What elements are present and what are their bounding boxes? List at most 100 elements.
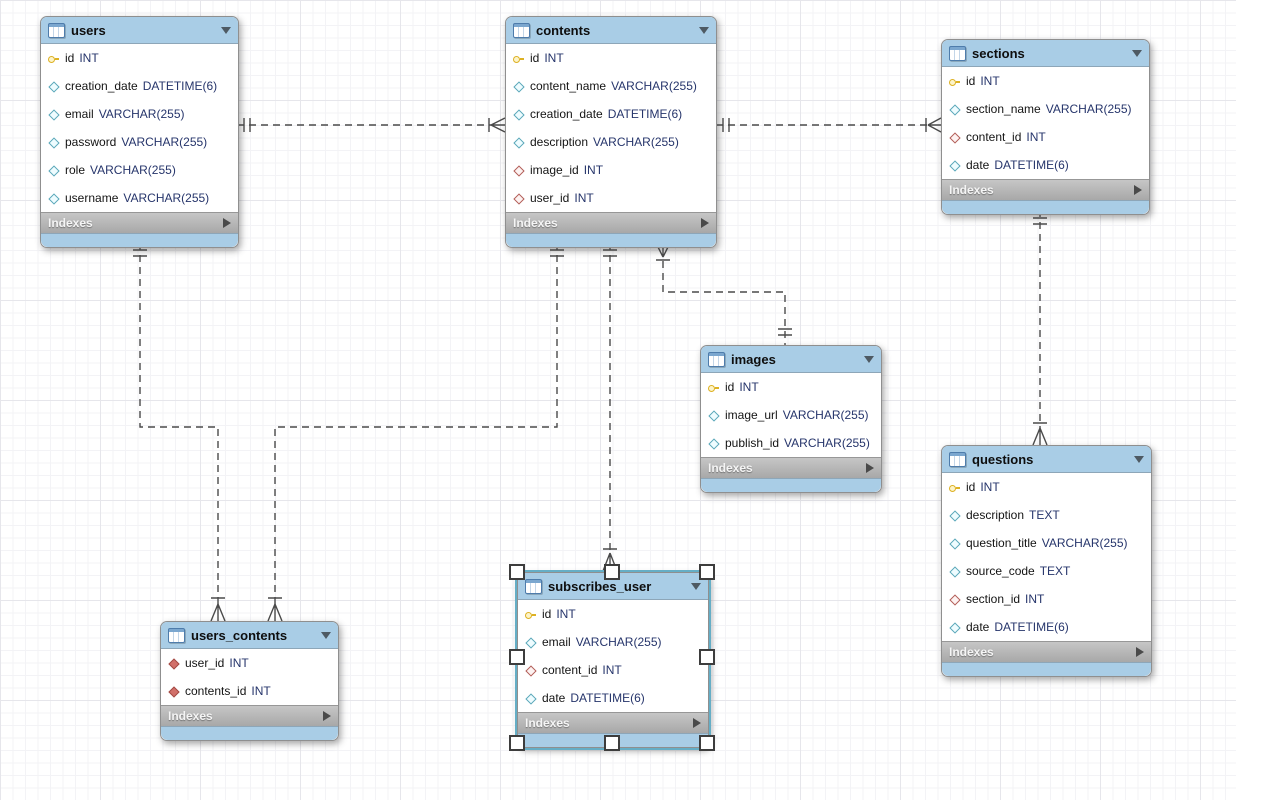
table-field-row[interactable]: id INT <box>506 44 716 72</box>
table-field-row[interactable]: section_id INT <box>942 585 1151 613</box>
table-field-row[interactable]: id INT <box>701 373 881 401</box>
table-footer <box>161 726 338 740</box>
field-type-icon <box>47 192 60 205</box>
field-type-icon <box>948 481 961 494</box>
table-field-row[interactable]: publish_id VARCHAR(255) <box>701 429 881 457</box>
table-field-row[interactable]: date DATETIME(6) <box>942 613 1151 641</box>
table-field-row[interactable]: image_url VARCHAR(255) <box>701 401 881 429</box>
field-name: date <box>966 620 990 634</box>
indexes-row[interactable]: Indexes <box>701 457 881 478</box>
field-name: content_name <box>530 79 607 93</box>
field-type-icon <box>512 108 525 121</box>
indexes-row[interactable]: Indexes <box>942 641 1151 662</box>
table-field-row[interactable]: section_name VARCHAR(255) <box>942 95 1149 123</box>
expand-arrow-icon[interactable] <box>1134 185 1142 195</box>
expand-arrow-icon[interactable] <box>701 218 709 228</box>
table-questions[interactable]: questions id INT description TEXT questi… <box>941 445 1152 677</box>
relationship-users-contents[interactable] <box>237 117 506 133</box>
table-field-row[interactable]: creation_date DATETIME(6) <box>41 72 238 100</box>
field-type: TEXT <box>1029 508 1060 522</box>
expand-arrow-icon[interactable] <box>1136 647 1144 657</box>
indexes-row[interactable]: Indexes <box>506 212 716 233</box>
selection-handle-bottom-right[interactable] <box>699 735 715 751</box>
field-type: DATETIME(6) <box>994 158 1069 172</box>
relationship-images-contents[interactable] <box>655 242 792 345</box>
table-sections-header[interactable]: sections <box>942 40 1149 67</box>
table-field-row[interactable]: email VARCHAR(255) <box>518 628 708 656</box>
table-images[interactable]: images id INT image_url VARCHAR(255) pub… <box>700 345 882 493</box>
table-field-row[interactable]: email VARCHAR(255) <box>41 100 238 128</box>
expand-arrow-icon[interactable] <box>866 463 874 473</box>
table-field-row[interactable]: id INT <box>41 44 238 72</box>
table-users_contents-header[interactable]: users_contents <box>161 622 338 649</box>
indexes-row[interactable]: Indexes <box>942 179 1149 200</box>
table-users-header[interactable]: users <box>41 17 238 44</box>
indexes-row[interactable]: Indexes <box>41 212 238 233</box>
table-field-row[interactable]: content_id INT <box>942 123 1149 151</box>
collapse-arrow-icon[interactable] <box>221 26 231 34</box>
indexes-row[interactable]: Indexes <box>518 712 708 733</box>
table-field-row[interactable]: question_title VARCHAR(255) <box>942 529 1151 557</box>
field-type-icon <box>512 192 525 205</box>
field-type-icon <box>948 103 961 116</box>
collapse-arrow-icon[interactable] <box>1134 455 1144 463</box>
relationship-contents-sections[interactable] <box>716 117 942 133</box>
table-field-row[interactable]: id INT <box>942 67 1149 95</box>
table-field-row[interactable]: contents_id INT <box>161 677 338 705</box>
table-field-row[interactable]: description VARCHAR(255) <box>506 128 716 156</box>
selection-handle-bottom-center[interactable] <box>604 735 620 751</box>
table-field-row[interactable]: creation_date DATETIME(6) <box>506 100 716 128</box>
table-questions-header[interactable]: questions <box>942 446 1151 473</box>
table-field-row[interactable]: user_id INT <box>161 649 338 677</box>
expand-arrow-icon[interactable] <box>323 711 331 721</box>
indexes-row[interactable]: Indexes <box>161 705 338 726</box>
collapse-arrow-icon[interactable] <box>1132 49 1142 57</box>
table-subscribes_user-header[interactable]: subscribes_user <box>518 573 708 600</box>
table-field-row[interactable]: date DATETIME(6) <box>942 151 1149 179</box>
table-field-row[interactable]: role VARCHAR(255) <box>41 156 238 184</box>
table-subscribes_user[interactable]: subscribes_user id INT email VARCHAR(255… <box>517 572 709 748</box>
selection-handle-top-left[interactable] <box>509 564 525 580</box>
table-field-row[interactable]: source_code TEXT <box>942 557 1151 585</box>
table-contents-header[interactable]: contents <box>506 17 716 44</box>
collapse-arrow-icon[interactable] <box>699 26 709 34</box>
field-type: INT <box>229 656 249 670</box>
relationship-contents-subscribes_user[interactable] <box>602 243 618 572</box>
relationship-sections-questions[interactable] <box>1032 210 1048 446</box>
table-sections[interactable]: sections id INT section_name VARCHAR(255… <box>941 39 1150 215</box>
table-field-row[interactable]: password VARCHAR(255) <box>41 128 238 156</box>
field-type-icon <box>47 136 60 149</box>
table-images-header[interactable]: images <box>701 346 881 373</box>
table-contents[interactable]: contents id INT content_name VARCHAR(255… <box>505 16 717 248</box>
relationship-users-users_contents[interactable] <box>133 243 226 622</box>
table-field-row[interactable]: id INT <box>518 600 708 628</box>
expand-arrow-icon[interactable] <box>693 718 701 728</box>
canvas-edge <box>1236 0 1262 800</box>
field-type: INT <box>251 684 271 698</box>
table-field-row[interactable]: id INT <box>942 473 1151 501</box>
expand-arrow-icon[interactable] <box>223 218 231 228</box>
selection-handle-top-center[interactable] <box>604 564 620 580</box>
table-users_contents[interactable]: users_contents user_id INT contents_id I… <box>160 621 339 741</box>
collapse-arrow-icon[interactable] <box>691 582 701 590</box>
collapse-arrow-icon[interactable] <box>864 355 874 363</box>
relationship-contents-users_contents[interactable] <box>267 243 564 622</box>
table-field-row[interactable]: content_name VARCHAR(255) <box>506 72 716 100</box>
field-type-icon <box>47 52 60 65</box>
table-field-row[interactable]: description TEXT <box>942 501 1151 529</box>
selection-handle-bottom-left[interactable] <box>509 735 525 751</box>
indexes-label: Indexes <box>708 461 753 475</box>
selection-handle-top-right[interactable] <box>699 564 715 580</box>
collapse-arrow-icon[interactable] <box>321 631 331 639</box>
table-field-row[interactable]: date DATETIME(6) <box>518 684 708 712</box>
table-field-row[interactable]: user_id INT <box>506 184 716 212</box>
table-field-row[interactable]: username VARCHAR(255) <box>41 184 238 212</box>
selection-handle-mid-left[interactable] <box>509 649 525 665</box>
field-type: INT <box>1026 130 1046 144</box>
table-users[interactable]: users id INT creation_date DATETIME(6) e… <box>40 16 239 248</box>
table-field-row[interactable]: image_id INT <box>506 156 716 184</box>
table-field-row[interactable]: content_id INT <box>518 656 708 684</box>
selection-handle-mid-right[interactable] <box>699 649 715 665</box>
